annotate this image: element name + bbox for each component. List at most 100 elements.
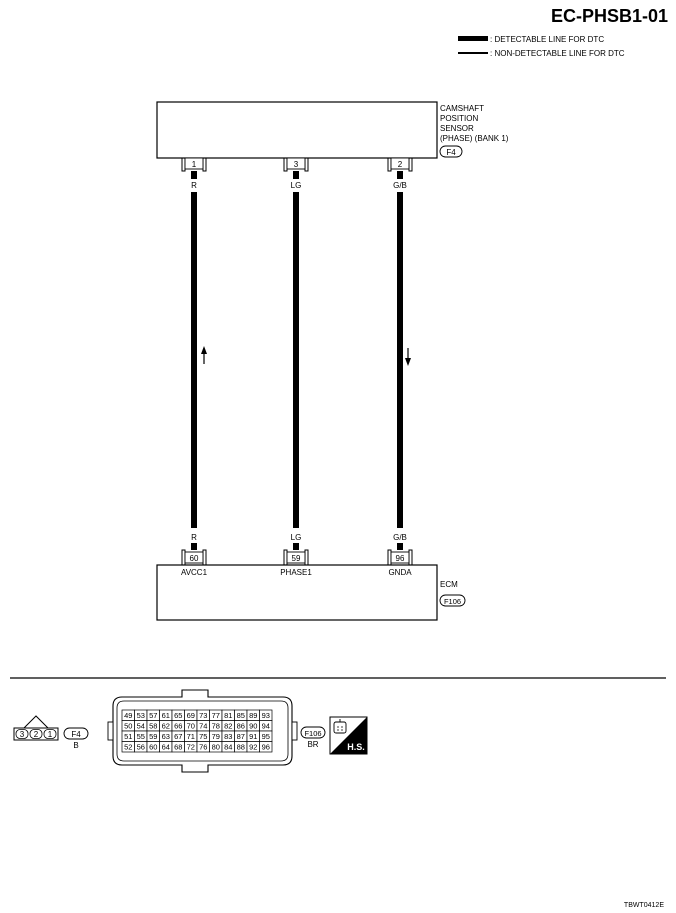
f106-pin-number: 75 [199,732,207,741]
wire-gb [397,192,403,528]
ecm-connector-id: F106 [444,597,461,606]
wire-stub-top-2 [293,171,299,179]
legend-detectable-label: : DETECTABLE LINE FOR DTC [490,35,604,44]
legend-thin-line [458,52,488,54]
f106-pin-number: 83 [224,732,232,741]
ecm-terminal-name: AVCC1 [181,568,208,577]
wire-r [191,192,197,528]
wire-lg [293,192,299,528]
ecm-pin-96: 96 [387,549,413,565]
wire-color-top-1: R [191,181,197,190]
sensor-name-line-3: SENSOR [440,124,474,133]
sensor-connector-badge [439,145,463,158]
f106-pin-number: 80 [212,743,220,752]
wire-color-bottom-2: LG [291,533,302,542]
wire-stub-bottom-3 [397,543,403,550]
wire-color-bottom-1: R [191,533,197,542]
sensor-box [156,101,438,159]
f106-pin-number: 84 [224,743,232,752]
f106-pin-number: 69 [187,711,195,720]
sensor-pin-label: 2 [398,160,403,169]
f106-pin-number: 50 [124,722,132,731]
f106-pin-number: 77 [212,711,220,720]
f106-pin-number: 90 [249,722,257,731]
f106-pin-number: 82 [224,722,232,731]
f106-pin-number: 60 [149,743,157,752]
f106-pin-number: 73 [199,711,207,720]
f4-id-badge [63,727,89,740]
f106-pin-number: 79 [212,732,220,741]
f106-pin-number: 88 [237,743,245,752]
sensor-pin-label: 1 [192,160,197,169]
sensor-pin-3: 3 [283,157,309,172]
f4-face-pin: 1 [48,730,53,739]
f106-pin-number: 76 [199,743,207,752]
f106-pin-number: 53 [137,711,145,720]
f106-pin-number: 70 [187,722,195,731]
f106-pin-number: 61 [162,711,170,720]
f106-pin-number: 57 [149,711,157,720]
f106-pin-number: 93 [262,711,270,720]
f4-face-pin: 2 [34,730,39,739]
f106-pin-number: 68 [174,743,182,752]
f106-pin-number: 64 [162,743,170,752]
f106-pin-number: 71 [187,732,195,741]
sensor-pin-label: 3 [294,160,299,169]
f106-pin-number: 67 [174,732,182,741]
ecm-pin-label: 96 [396,554,405,563]
f106-pin-number: 78 [212,722,220,731]
ecm-pin-59: 59 [283,549,309,565]
ecm-block: AVCC1 PHASE1 GNDA ECM F106 [156,564,466,621]
legend-non-detectable-label: : NON-DETECTABLE LINE FOR DTC [490,49,625,58]
connector-symbol-icon [333,719,347,734]
f106-pin-number: 52 [124,743,132,752]
f106-pin-number: 58 [149,722,157,731]
f106-pin-number: 86 [237,722,245,731]
f106-pin-number: 56 [137,743,145,752]
f106-id-badge [300,726,326,739]
f106-id: F106 [304,729,321,738]
f4-id: F4 [71,730,81,739]
ecm-box [156,564,438,621]
ecm-name: ECM [440,580,458,589]
hs-badge-icon: H.S. [329,716,368,755]
sensor-pin-1: 1 [181,157,207,172]
f106-pin-number: 49 [124,711,132,720]
f106-pin-number: 95 [262,732,270,741]
wire-stub-top-3 [397,171,403,179]
ecm-pin-60: 60 [181,549,207,565]
f106-pin-number: 74 [199,722,207,731]
f106-pin-number: 51 [124,732,132,741]
wire-color-top-2: LG [291,181,302,190]
f106-pin-number: 85 [237,711,245,720]
legend-thick-line [458,36,488,41]
f4-face-pin: 3 [20,730,25,739]
f106-pin-number: 91 [249,732,257,741]
f106-pin-number: 81 [224,711,232,720]
ecm-pin-label: 59 [292,554,301,563]
f106-pin-cell [259,741,273,753]
f4-color: B [73,741,78,750]
sensor-connector-id: F4 [446,148,456,157]
wire-color-bottom-3: G/B [393,533,407,542]
figure-code: TBWT0412E [624,902,664,909]
f106-pin-number: 89 [249,711,257,720]
connector-lock-icon [23,715,49,729]
f106-pin-number: 62 [162,722,170,731]
wire-stub-bottom-1 [191,543,197,550]
f106-pin-number: 66 [174,722,182,731]
f106-pin-number: 65 [174,711,182,720]
f106-pin-number: 59 [149,732,157,741]
arrow-down-icon [405,348,411,366]
f106-pin-number: 72 [187,743,195,752]
f106-pin-number: 96 [262,743,270,752]
sensor-block: CAMSHAFT POSITION SENSOR (PHASE) (BANK 1… [156,101,509,159]
f106-pin-number: 92 [249,743,257,752]
page-code: EC-PHSB1-01 [551,6,668,26]
f106-color: BR [307,740,318,749]
sensor-name-line-2: POSITION [440,114,478,123]
ecm-connector-badge [439,594,466,607]
